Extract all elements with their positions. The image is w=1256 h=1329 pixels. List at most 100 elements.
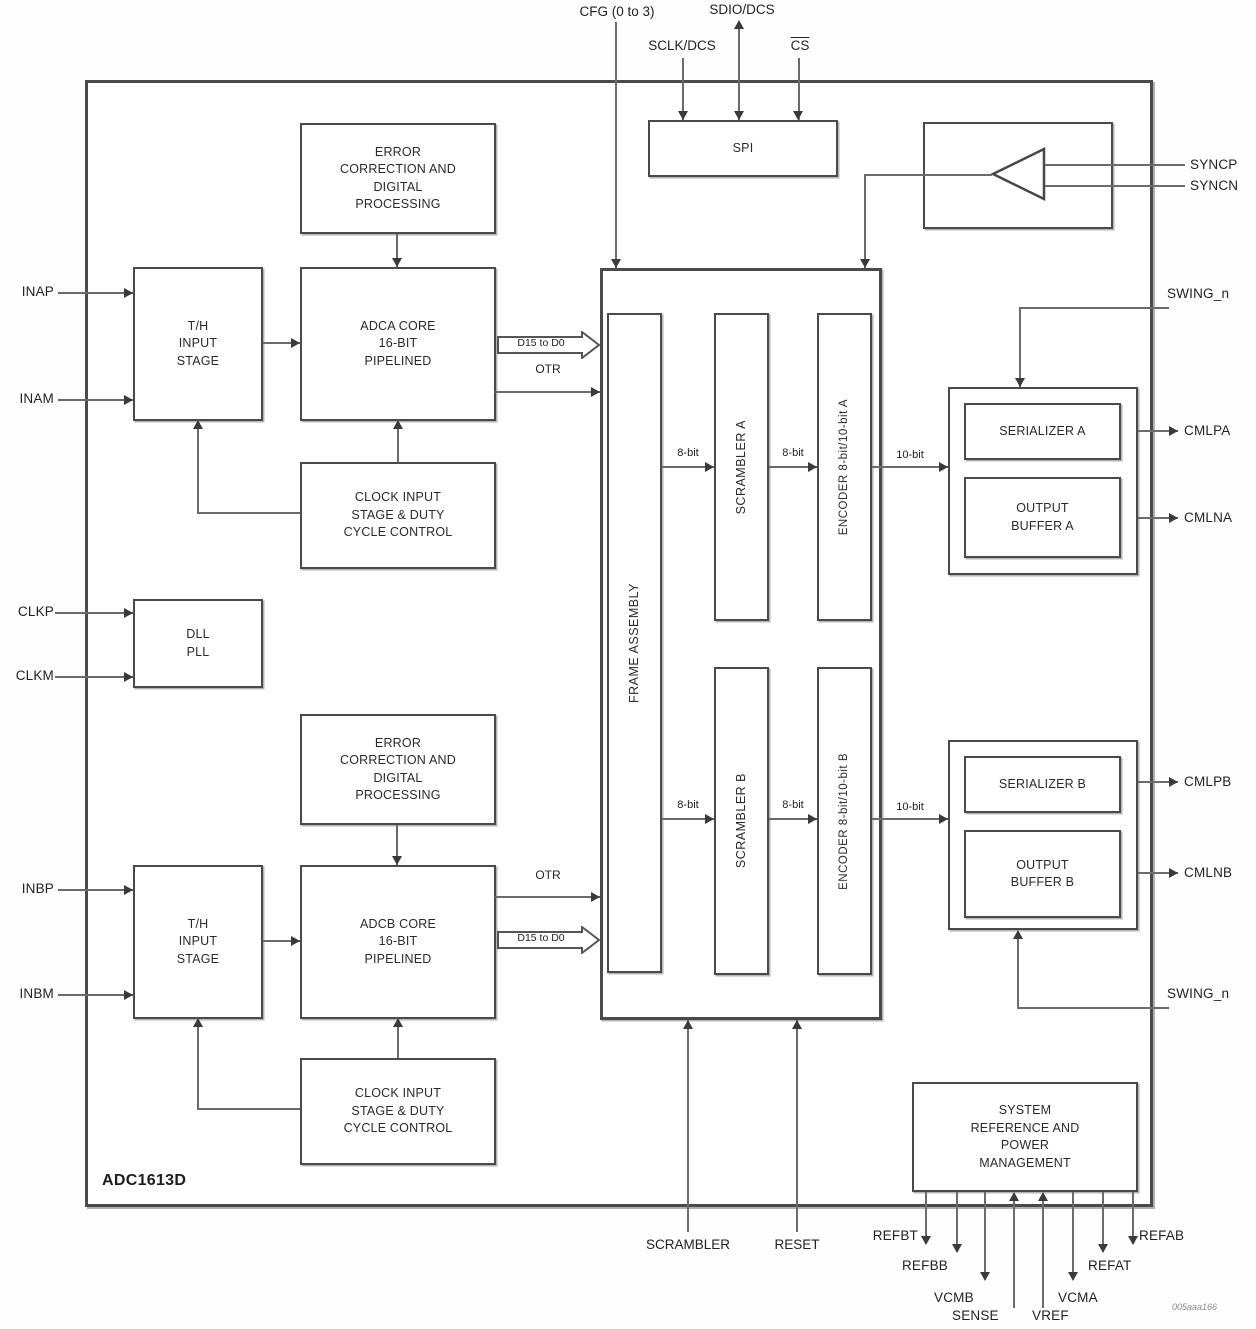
clock-input-b-block: CLOCK INPUT STAGE & DUTY CYCLE CONTROL [300,1058,496,1165]
serializer-a-block: SERIALIZER A [964,403,1121,460]
arrowhead [1013,930,1023,939]
error-correction-a-block: ERROR CORRECTION AND DIGITAL PROCESSING [300,123,496,234]
pin-label-vcma: VCMA [1058,1290,1098,1305]
wire [864,174,866,268]
th-input-stage-a-block: T/H INPUT STAGE [133,267,263,421]
error-correction-b-label: ERROR CORRECTION AND DIGITAL PROCESSING [339,735,456,803]
bus-width-label: 8-bit [782,799,804,811]
chip-name-label: ADC1613D [102,1172,187,1189]
output-buffer-a-block: OUTPUT BUFFER A [964,477,1121,558]
wire [263,940,300,942]
pin-label-inap: INAP [21,284,54,299]
encoder-b-label: ENCODER 8-bit/10-bit B [838,752,851,890]
arrowhead [1009,1192,1019,1201]
pin-label-cmlnb: CMLNB [1184,865,1233,880]
wire [1042,1200,1044,1308]
arrowhead [124,395,133,405]
otr-b-label: OTR [535,868,561,882]
pin-label-clkm: CLKM [15,668,54,683]
pin-label-cmlna: CMLNA [1184,510,1233,525]
figure-code-label: 005aaa166 [1172,1302,1218,1312]
arrowhead [921,1236,931,1245]
output-buffer-b-block: OUTPUT BUFFER B [964,830,1121,918]
spi-block-label: SPI [732,140,754,155]
frame-assembly-label: FRAME ASSEMBLY [626,583,641,703]
error-correction-a-label: ERROR CORRECTION AND DIGITAL PROCESSING [339,144,456,212]
arrowhead [1169,426,1178,436]
adca-core-block: ADCA CORE 16-BIT PIPELINED [300,267,496,421]
wire [495,896,600,898]
wire [58,889,133,891]
arrowhead [1128,1236,1138,1245]
arrowhead [792,1020,802,1029]
encoder-a-label: ENCODER 8-bit/10-bit A [838,398,851,536]
arrowhead [392,258,402,267]
wire [55,676,133,678]
pin-label-sdio-dcs: SDIO/DCS [709,2,775,17]
spi-block: SPI [648,120,838,177]
pin-label-refbb: REFBB [901,1258,948,1273]
wire [1102,1192,1104,1244]
pin-label-syncp: SYNCP [1190,157,1238,172]
arrowhead [393,420,403,429]
pin-label-refab: REFAB [1139,1228,1185,1243]
pin-label-cfg: CFG (0 to 3) [579,4,655,19]
dll-pll-block: DLL PLL [133,599,263,688]
arrowhead [734,111,744,120]
scrambler-b-label: SCRAMBLER B [733,773,748,869]
arrowhead [124,608,133,618]
wire [1013,1200,1015,1308]
pin-label-cs: CS [790,38,810,53]
wire [687,1020,689,1232]
pin-label-swing-b: SWING_n [1167,986,1230,1001]
wire [1132,1192,1134,1236]
th-input-stage-b-label: T/H INPUT STAGE [176,916,220,966]
arrowhead [808,814,817,824]
wire [1045,185,1185,187]
arrowhead [980,1272,990,1281]
wire [197,1108,300,1110]
wire [396,234,398,267]
wire [662,466,714,468]
arrowhead [591,892,600,902]
wire [397,1018,399,1058]
d15-d0-bus-b-label: D15 to D0 [517,932,565,944]
wire [615,22,617,268]
wire [1072,1192,1074,1272]
error-correction-b-block: ERROR CORRECTION AND DIGITAL PROCESSING [300,714,496,825]
buffer-triangle-icon [990,146,1046,202]
adca-core-label: ADCA CORE 16-BIT PIPELINED [360,318,436,368]
arrowhead [705,814,714,824]
scrambler-b-block: SCRAMBLER B [714,667,769,975]
encoder-a-block: ENCODER 8-bit/10-bit A [817,313,872,621]
wire [1138,517,1178,519]
arrowhead [1169,868,1178,878]
d15-d0-bus-a [497,331,601,359]
arrowhead [193,1018,203,1027]
wire [197,1018,199,1110]
arrowhead [939,462,948,472]
arrowhead [193,420,203,429]
arrowhead [124,885,133,895]
bus-width-label: 10-bit [896,801,924,813]
arrowhead [124,288,133,298]
wire [58,994,133,996]
wire [197,420,199,514]
encoder-b-block: ENCODER 8-bit/10-bit B [817,667,872,975]
output-buffer-b-label: OUTPUT BUFFER B [1010,857,1075,890]
wire [197,512,300,514]
arrowhead [793,111,803,120]
wire [872,818,948,820]
arrowhead [392,856,402,865]
system-reference-label: SYSTEM REFERENCE AND POWER MANAGEMENT [970,1103,1080,1170]
bus-width-label: 8-bit [677,447,699,459]
arrowhead [291,338,300,348]
bus-width-label: 8-bit [677,799,699,811]
pin-label-refat: REFAT [1088,1258,1132,1273]
arrowhead [939,814,948,824]
pin-label-scrambler: SCRAMBLER [645,1237,731,1252]
clock-input-b-label: CLOCK INPUT STAGE & DUTY CYCLE CONTROL [343,1086,453,1136]
wire [1138,872,1178,874]
arrowhead [1098,1244,1108,1253]
